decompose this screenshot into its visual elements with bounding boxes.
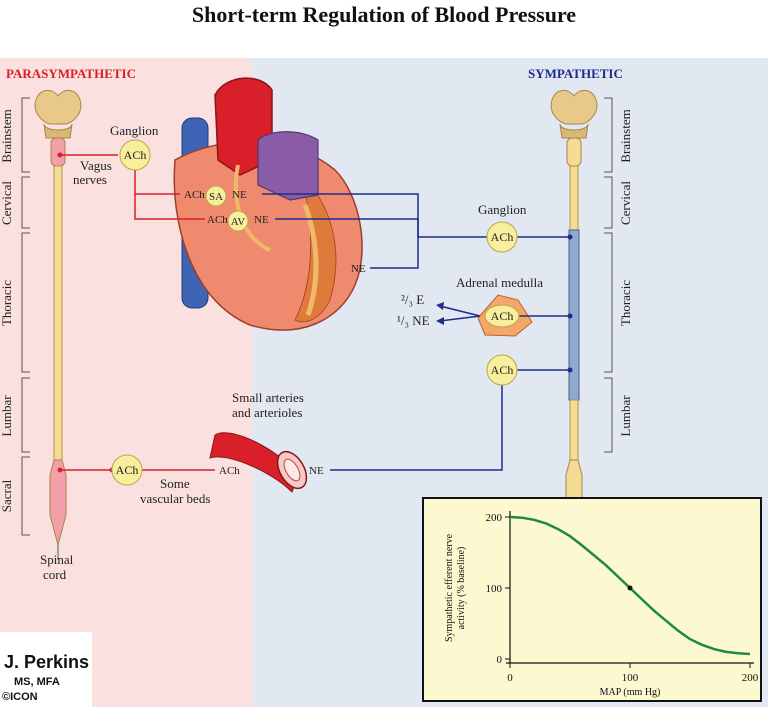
artery-illustration: [209, 432, 308, 493]
right-seg-lumbar: Lumbar: [618, 395, 633, 437]
ach-symp-ganglion-text: ACh: [491, 230, 514, 244]
adrenal-label: Adrenal medulla: [456, 275, 543, 290]
spinal-label-2: cord: [43, 567, 67, 582]
chart-y-label: Sympathetic efferent nerveactivity (% ba…: [444, 533, 467, 642]
ne-av-text: NE: [254, 214, 269, 226]
ganglion-label: Ganglion: [110, 123, 159, 138]
some-label-1: Some: [160, 476, 190, 491]
left-seg-brainstem: Brainstem: [0, 109, 14, 163]
arrow-epinephrine: [436, 302, 444, 310]
vagus-label-1: Vagus: [80, 158, 112, 173]
chart-x-tick-label-0: 0: [507, 672, 513, 684]
sacral-origin: [57, 467, 63, 473]
right-seg-brainstem: Brainstem: [618, 109, 633, 163]
sa-node-text: SA: [209, 191, 223, 203]
ne-sa-text: NE: [232, 189, 247, 201]
ach-sacral-text: ACh: [116, 463, 139, 477]
credit-block: J. Perkins MS, MFA ©ICON: [0, 632, 92, 707]
node-1: [567, 234, 573, 240]
chart-y-tick-label-1: 100: [486, 583, 503, 595]
two-thirds-e-label: ²/₃ E: [401, 292, 425, 307]
chart-y-tick-label-0: 0: [497, 654, 503, 666]
vagus-origin: [57, 152, 63, 158]
ach-sa-text: ACh: [184, 189, 205, 201]
left-seg-cervical: Cervical: [0, 180, 14, 226]
page-title: Short-term Regulation of Blood Pressure: [191, 2, 577, 27]
left-spinal-cord: [34, 90, 82, 560]
ach-adrenal-text: ACh: [491, 309, 514, 323]
node-3: [567, 367, 573, 373]
sympathetic-header: SYMPATHETIC: [528, 66, 623, 81]
sympathetic-pathways: [262, 193, 570, 471]
av-node-text: AV: [231, 216, 246, 228]
vascular-beds-label: vascular beds: [140, 491, 211, 506]
node-2: [567, 313, 573, 319]
right-segment-brackets: [604, 97, 613, 453]
chart-svg: 0 100 200 0 100 200 MAP (mm Hg) Sympathetic e…: [444, 511, 759, 698]
parasympathetic-header: PARASYMPATHETIC: [6, 66, 136, 81]
small-arteries-label-2: and arterioles: [232, 405, 303, 420]
chart-marker: [627, 585, 633, 591]
credit-logo: ©ICON: [2, 691, 38, 703]
ach-lower-text: ACh: [491, 363, 514, 377]
ach-ganglion-text: ACh: [124, 148, 147, 162]
chart-x-tick-label-2: 200: [742, 672, 759, 684]
heart-illustration: [173, 77, 363, 331]
small-arteries-label-1: Small arteries: [232, 390, 304, 405]
ach-nodes: [111, 139, 520, 486]
chart-x-tick-label-1: 100: [622, 672, 639, 684]
ach-vascular-text: ACh: [219, 465, 240, 477]
left-seg-lumbar: Lumbar: [0, 395, 14, 437]
right-seg-thoracic: Thoracic: [618, 279, 633, 327]
right-spinal-cord: [550, 90, 598, 501]
ne-myocardium-text: NE: [351, 263, 366, 275]
ne-vascular-text: NE: [309, 465, 324, 477]
left-seg-thoracic: Thoracic: [0, 279, 14, 327]
arrow-norepinephrine: [436, 317, 444, 325]
parasympathetic-pathways: [60, 154, 215, 471]
left-seg-sacral: Sacral: [0, 479, 14, 513]
right-seg-cervical: Cervical: [618, 180, 633, 226]
chart-y-tick-label-2: 200: [486, 512, 503, 524]
activity-chart: 0 100 200 0 100 200 MAP (mm Hg) Sympathetic e…: [422, 497, 762, 702]
chart-x-label: MAP (mm Hg): [600, 687, 661, 698]
credit-degrees: MS, MFA: [14, 676, 60, 688]
vagus-label-2: nerves: [73, 172, 107, 187]
one-third-ne-label: ¹/₃ NE: [397, 313, 430, 328]
spinal-label-1: Spinal: [40, 552, 74, 567]
left-segment-brackets: [21, 97, 30, 536]
ach-av-text: ACh: [207, 214, 228, 226]
credit-name: J. Perkins: [4, 652, 90, 672]
ganglion-right-label: Ganglion: [478, 202, 527, 217]
